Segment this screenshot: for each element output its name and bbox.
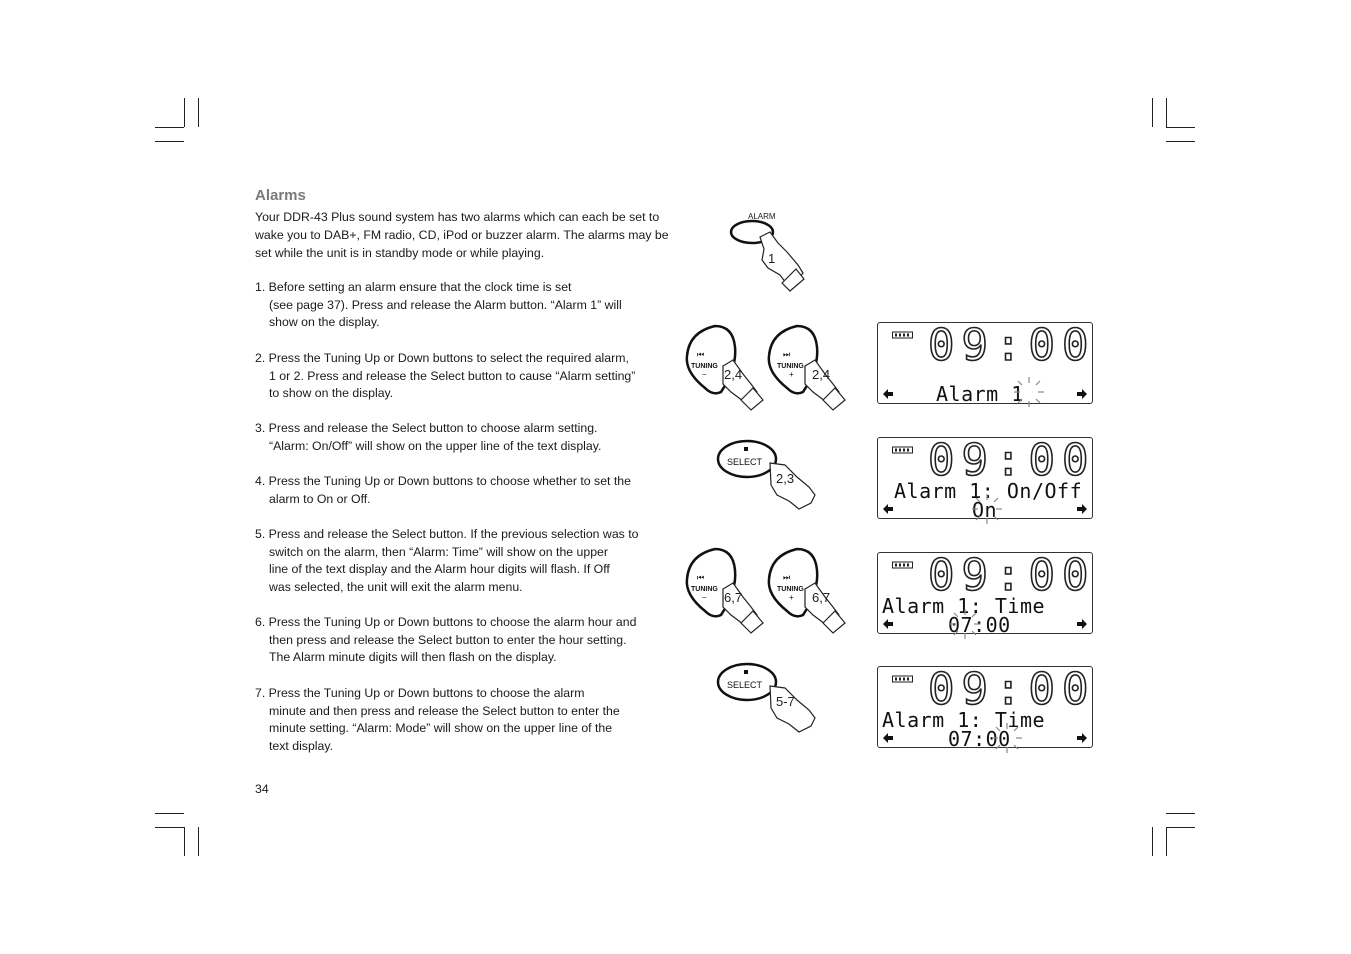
lcd-display: 09:00 Alarm 1: Time 07:00 (877, 664, 1096, 753)
svg-text:⏮: ⏮ (697, 573, 704, 582)
step-2: 2. Press the Tuning Up or Down buttons t… (255, 350, 675, 403)
svg-text:⏮: ⏮ (697, 350, 704, 359)
step-line: 4. Press the Tuning Up or Down buttons t… (255, 474, 631, 488)
tuning-up-illustration: ⏭ TUNING + 6,7 (767, 547, 846, 634)
svg-text:−: − (702, 370, 707, 379)
tuning-down-illustration: ⏮ TUNING − 6,7 (685, 547, 764, 634)
step-line: The Alarm minute digits will then flash … (269, 650, 557, 665)
step-number: 2,4 (812, 367, 830, 382)
battery-icon (892, 561, 913, 569)
step-line: show on the display. (269, 315, 380, 330)
step-line: “Alarm: On/Off” will show on the upper l… (269, 438, 602, 453)
select-button (716, 662, 778, 702)
flash-icon (1014, 377, 1044, 407)
lcd-clock: 09:00 (927, 550, 1096, 601)
step-line: 1 or 2. Press and release the Select but… (269, 368, 636, 383)
tuning-label: TUNING (691, 363, 718, 370)
arrow-left-icon (883, 504, 893, 514)
step-number: 6,7 (812, 590, 830, 605)
step-line: 7. Press the Tuning Up or Down buttons t… (255, 686, 585, 700)
svg-text:⏭: ⏭ (783, 573, 790, 582)
tuning-label: TUNING (777, 586, 804, 593)
step-number: 6,7 (724, 590, 742, 605)
select-button-illustration: SELECT 2,3 (716, 439, 816, 510)
lcd-display: 09:00 Alarm 1: Time 07:00 (877, 550, 1096, 639)
step-line: was selected, the unit will exit the ala… (269, 579, 523, 594)
flash-icon (950, 609, 980, 639)
arrow-right-icon (1077, 619, 1087, 629)
battery-icon (892, 331, 913, 339)
tuning-down-illustration: ⏮ TUNING − 2,4 (685, 324, 764, 411)
step-line: then press and release the Select button… (269, 632, 627, 647)
intro-paragraph: Your DDR-43 Plus sound system has two al… (255, 210, 669, 260)
lcd-line-2: Alarm 1 (936, 382, 1024, 406)
lcd-line-1: Alarm 1: Time (882, 594, 1046, 618)
step-line: 2. Press the Tuning Up or Down buttons t… (255, 351, 629, 365)
arrow-left-icon (883, 619, 893, 629)
step-1: 1. Before setting an alarm ensure that t… (255, 279, 675, 332)
svg-text:−: − (702, 593, 707, 602)
arrow-right-icon (1077, 733, 1087, 743)
arrow-right-icon (1077, 389, 1087, 399)
page-number: 34 (255, 782, 269, 796)
battery-icon (892, 675, 913, 683)
step-line: alarm to On or Off. (269, 491, 371, 506)
tuning-label: TUNING (691, 586, 718, 593)
step-line: 3. Press and release the Select button t… (255, 421, 598, 435)
pointing-hand-icon (769, 685, 816, 733)
arrow-right-icon (1077, 504, 1087, 514)
lcd-display: 09:00 Alarm 1: On/Off On (877, 435, 1096, 524)
svg-text:+: + (789, 370, 794, 379)
alarm-button-illustration: ALARM 1 (729, 212, 805, 292)
step-number: 5-7 (776, 694, 795, 709)
arrow-left-icon (883, 733, 893, 743)
step-line: text display. (269, 738, 334, 753)
step-line: line of the text display and the Alarm h… (269, 562, 610, 577)
step-line: minute setting. “Alarm: Mode” will show … (269, 721, 613, 736)
alarm-button-label: ALARM (748, 212, 776, 221)
step-line: switch on the alarm, then “Alarm: Time” … (269, 544, 608, 559)
lcd-line-2: 07:00 (948, 613, 1011, 637)
svg-text:+: + (789, 593, 794, 602)
step-4: 4. Press the Tuning Up or Down buttons t… (255, 473, 675, 508)
step-line: to show on the display. (269, 386, 394, 401)
step-number: 1 (768, 251, 775, 266)
arrow-left-icon (883, 389, 893, 399)
section-heading: Alarms (255, 187, 306, 204)
tuning-label: TUNING (777, 363, 804, 370)
select-button (716, 439, 778, 479)
step-7: 7. Press the Tuning Up or Down buttons t… (255, 685, 675, 755)
step-number: 2,3 (776, 471, 794, 486)
pointing-hand-icon (769, 462, 816, 510)
step-line: (see page 37). Press and release the Ala… (269, 297, 622, 312)
battery-icon (892, 446, 913, 454)
lcd-clock: 09:00 (927, 320, 1096, 371)
lcd-line-1: Alarm 1: On/Off (894, 479, 1083, 503)
step-line: 5. Press and release the Select button. … (255, 527, 639, 541)
lcd-clock: 09:00 (927, 664, 1096, 715)
lcd-clock: 09:00 (927, 435, 1096, 486)
flash-icon (972, 494, 1002, 524)
tuning-up-illustration: ⏭ TUNING + 2,4 (767, 324, 846, 411)
lcd-line-2: On (972, 498, 998, 522)
select-button-illustration: SELECT 5-7 (716, 662, 816, 733)
step-number: 2,4 (724, 367, 742, 382)
select-label: SELECT (727, 457, 763, 467)
step-line: 6. Press the Tuning Up or Down buttons t… (255, 615, 637, 629)
lcd-display: 09:00 Alarm 1 (877, 320, 1096, 407)
step-3: 3. Press and release the Select button t… (255, 420, 675, 455)
select-label: SELECT (727, 680, 763, 690)
step-6: 6. Press the Tuning Up or Down buttons t… (255, 614, 675, 667)
lcd-line-2: 07:00 (948, 727, 1011, 751)
svg-text:⏭: ⏭ (783, 350, 790, 359)
step-line: minute and then press and release the Se… (269, 703, 620, 718)
flash-icon (992, 723, 1022, 753)
step-line: 1. Before setting an alarm ensure that t… (255, 280, 572, 294)
step-5: 5. Press and release the Select button. … (255, 526, 675, 596)
